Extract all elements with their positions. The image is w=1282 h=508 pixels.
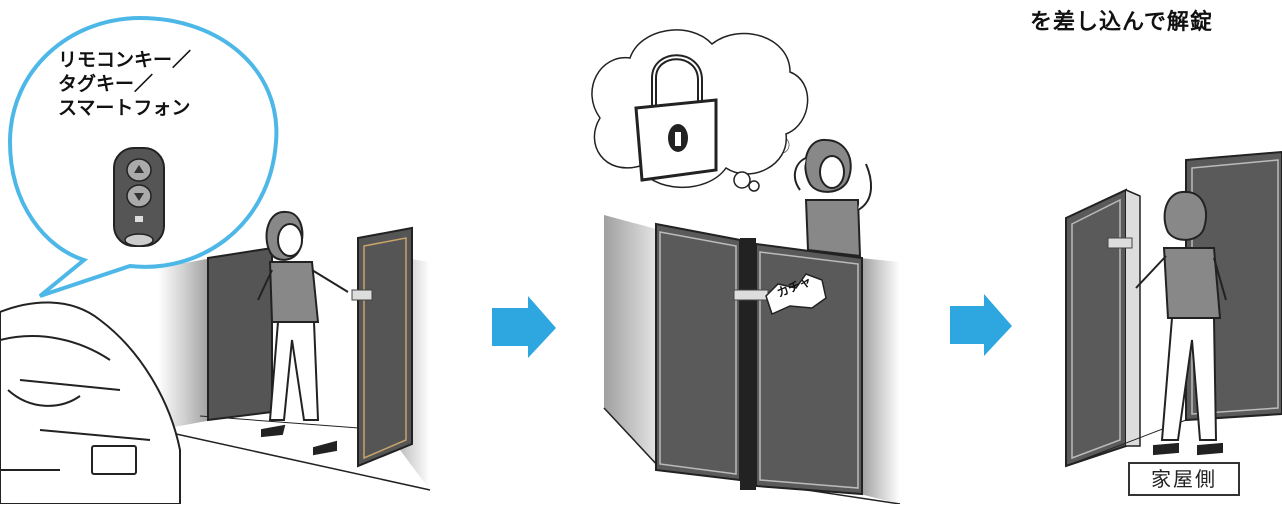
gate-leaf-left xyxy=(208,248,272,420)
gate-leaf-right xyxy=(358,228,412,466)
bubble-line-remote-key: リモコンキー／ xyxy=(58,48,258,72)
arrow-right-icon xyxy=(492,296,556,358)
car-outline xyxy=(0,302,180,504)
panel-house-side xyxy=(1066,152,1282,466)
gate-center-post xyxy=(740,238,756,490)
gate-leaf-2a xyxy=(656,224,740,480)
panel-gate-locked: ⓒ xyxy=(592,30,900,504)
arrow-right-icon xyxy=(950,294,1012,356)
bubble-line-tag-key: タグキー／ xyxy=(58,72,258,96)
bubble-line-smartphone: スマートフォン xyxy=(58,96,258,120)
woman-figure-2 xyxy=(795,140,871,256)
gate-handle xyxy=(352,290,372,300)
gate-leaf-3 xyxy=(1066,190,1126,466)
wall-left-2 xyxy=(604,215,660,468)
top-caption: を差し込んで解錠 xyxy=(1030,4,1213,36)
remote-key-icon xyxy=(114,148,164,246)
house-side-label: 家屋側 xyxy=(1128,462,1240,496)
speech-bubble-text: リモコンキー／ タグキー／ スマートフォン xyxy=(58,48,258,120)
